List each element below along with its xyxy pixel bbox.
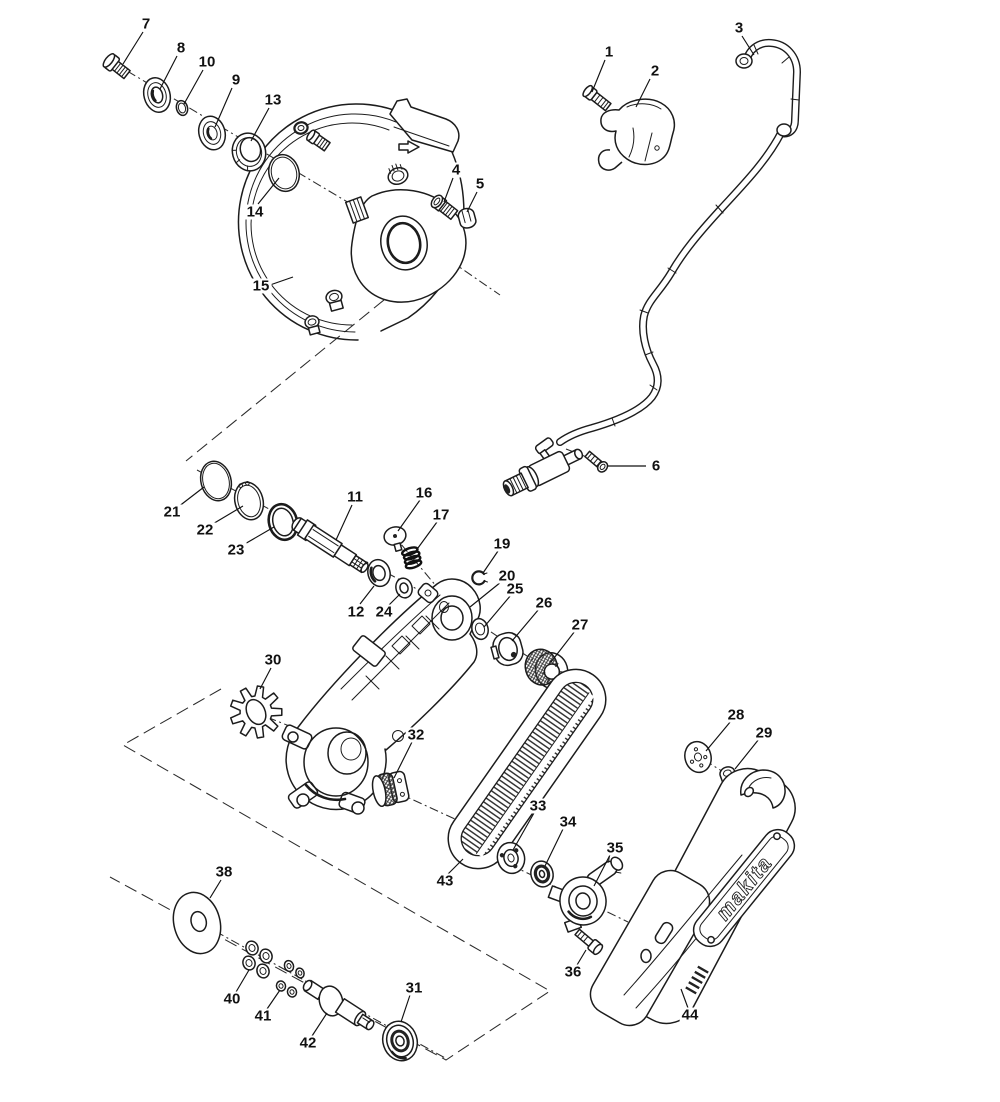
part-11-spindle-shaft-drawing — [291, 517, 369, 574]
part-44-belt-cover-drawing: makita — [589, 767, 796, 1027]
part-10-o-ring-drawing — [175, 99, 189, 117]
leader-line-22 — [210, 505, 244, 526]
leader-line-7 — [122, 31, 144, 65]
leader-line-26 — [511, 608, 540, 642]
part-33-flanged-washer-drawing — [496, 841, 526, 875]
guard-nut-icon — [293, 121, 309, 135]
leader-line-34 — [544, 828, 564, 867]
guard-screw-icon — [306, 129, 331, 152]
leader-line-10 — [183, 69, 204, 105]
part-8-outer-flange-drawing — [142, 77, 172, 113]
leader-line-2 — [635, 78, 651, 108]
part-15-blade-guard-drawing — [237, 98, 467, 341]
part-16-cap-drawing — [383, 526, 407, 553]
part-4-pin-bolt-drawing — [430, 194, 459, 221]
part-43-drive-belt-drawing — [447, 668, 607, 870]
leader-line-17 — [414, 521, 438, 553]
leader-line-19 — [482, 550, 499, 574]
leader-line-44 — [680, 988, 689, 1009]
leader-line-15 — [269, 276, 294, 286]
part-3-water-hose-drawing — [556, 38, 802, 446]
guard-bolt-icon — [325, 289, 344, 312]
part-25-washer-drawing — [471, 617, 489, 641]
leader-line-35 — [593, 854, 611, 887]
leader-line-1 — [591, 59, 606, 93]
part-38-large-washer-drawing — [172, 891, 222, 955]
part-5-cap-nut-drawing — [457, 207, 477, 229]
part-32-tension-knob-drawing — [371, 770, 410, 808]
leader-line-21 — [177, 486, 205, 508]
leader-line-3 — [741, 35, 755, 56]
part-13-locknut-ring-drawing — [231, 132, 267, 172]
leader-line-24 — [387, 593, 401, 607]
part-1-clamp-bolt-drawing — [582, 84, 612, 112]
part-36-bolt-drawing — [574, 928, 604, 956]
leader-line-8 — [159, 55, 178, 90]
leader-line-27 — [550, 630, 576, 663]
part-7-hex-bolt-drawing — [102, 53, 131, 80]
leader-line-20 — [469, 581, 502, 608]
part-41-pin-set-small-drawing — [275, 980, 298, 998]
leader-line-4 — [443, 177, 454, 203]
part-21-ring-drawing — [199, 460, 233, 502]
leader-line-30 — [259, 667, 272, 690]
leader-line-42 — [311, 1012, 328, 1037]
leader-line-28 — [705, 720, 732, 752]
leader-line-23 — [242, 526, 275, 546]
leader-line-33 — [512, 812, 535, 851]
valve-assembly-drawing — [502, 437, 584, 497]
part-6-screw-drawing — [584, 450, 609, 473]
leader-line-25 — [483, 594, 512, 628]
part-40-pin-set-drawing — [242, 940, 305, 979]
leader-line-13 — [250, 107, 270, 142]
part-2-hose-clamp-drawing — [597, 98, 676, 171]
part-24-bearing-small-drawing — [395, 577, 413, 599]
part-20-gear-housing-arm-drawing — [281, 578, 481, 815]
part-31-bearing-large-drawing — [381, 1020, 419, 1062]
leader-line-40 — [235, 969, 250, 993]
leader-line-38 — [209, 879, 222, 899]
leader-line-16 — [397, 499, 421, 532]
part-17-spring-drawing — [400, 546, 423, 570]
leader-line-31 — [400, 994, 411, 1023]
leader-line-11 — [335, 504, 353, 541]
leader-line-29 — [734, 738, 760, 770]
leader-line-41 — [266, 989, 281, 1010]
leader-line-5 — [466, 191, 478, 213]
direction-arrow-icon — [398, 140, 420, 154]
phantom-outline-lines — [109, 251, 551, 1061]
leader-line-36 — [576, 949, 587, 966]
part-35-tensioner-drawing — [547, 856, 624, 933]
part-9-inner-flange-drawing — [197, 115, 227, 151]
part-28-disc-washer-drawing — [684, 740, 712, 774]
leader-line-12 — [359, 585, 375, 605]
leader-line-9 — [214, 87, 233, 128]
part-30-star-sprocket-drawing — [229, 685, 283, 739]
part-22-snap-ring-drawing — [233, 481, 265, 521]
leader-line-14 — [257, 177, 280, 205]
part-19-c-clip-drawing — [471, 570, 488, 586]
leader-line-32 — [393, 741, 413, 779]
guard-bolt2-icon — [304, 315, 321, 336]
leader-lines — [122, 31, 760, 1037]
part-34-bearing-drawing — [530, 860, 554, 888]
part-42-crank-shaft-drawing — [302, 979, 375, 1031]
part-26-coupling-drawing — [490, 631, 524, 667]
part-23-ring-drawing — [267, 502, 299, 542]
leader-line-43 — [447, 858, 464, 875]
part-12-bearing-drawing — [367, 558, 391, 588]
